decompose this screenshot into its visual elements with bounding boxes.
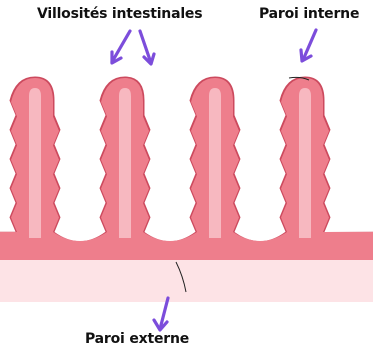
arrow-paroi-interne: [301, 30, 316, 61]
tissue-base-line: [0, 260, 373, 264]
outer-wall-label: Paroi externe: [85, 332, 189, 346]
inner-wall-label: Paroi interne: [259, 7, 359, 21]
arrow-villi-left: [112, 31, 130, 63]
villus-core: [29, 88, 41, 238]
arrow-paroi-externe: [154, 298, 168, 330]
villus-core: [119, 88, 131, 238]
villus-core: [209, 88, 221, 238]
arrow-villi-right: [140, 31, 154, 64]
villi-label: Villosités intestinales: [37, 7, 202, 21]
villi-tissue: [0, 77, 373, 265]
villus-core: [299, 88, 311, 238]
outer-wall-band: [0, 262, 373, 302]
